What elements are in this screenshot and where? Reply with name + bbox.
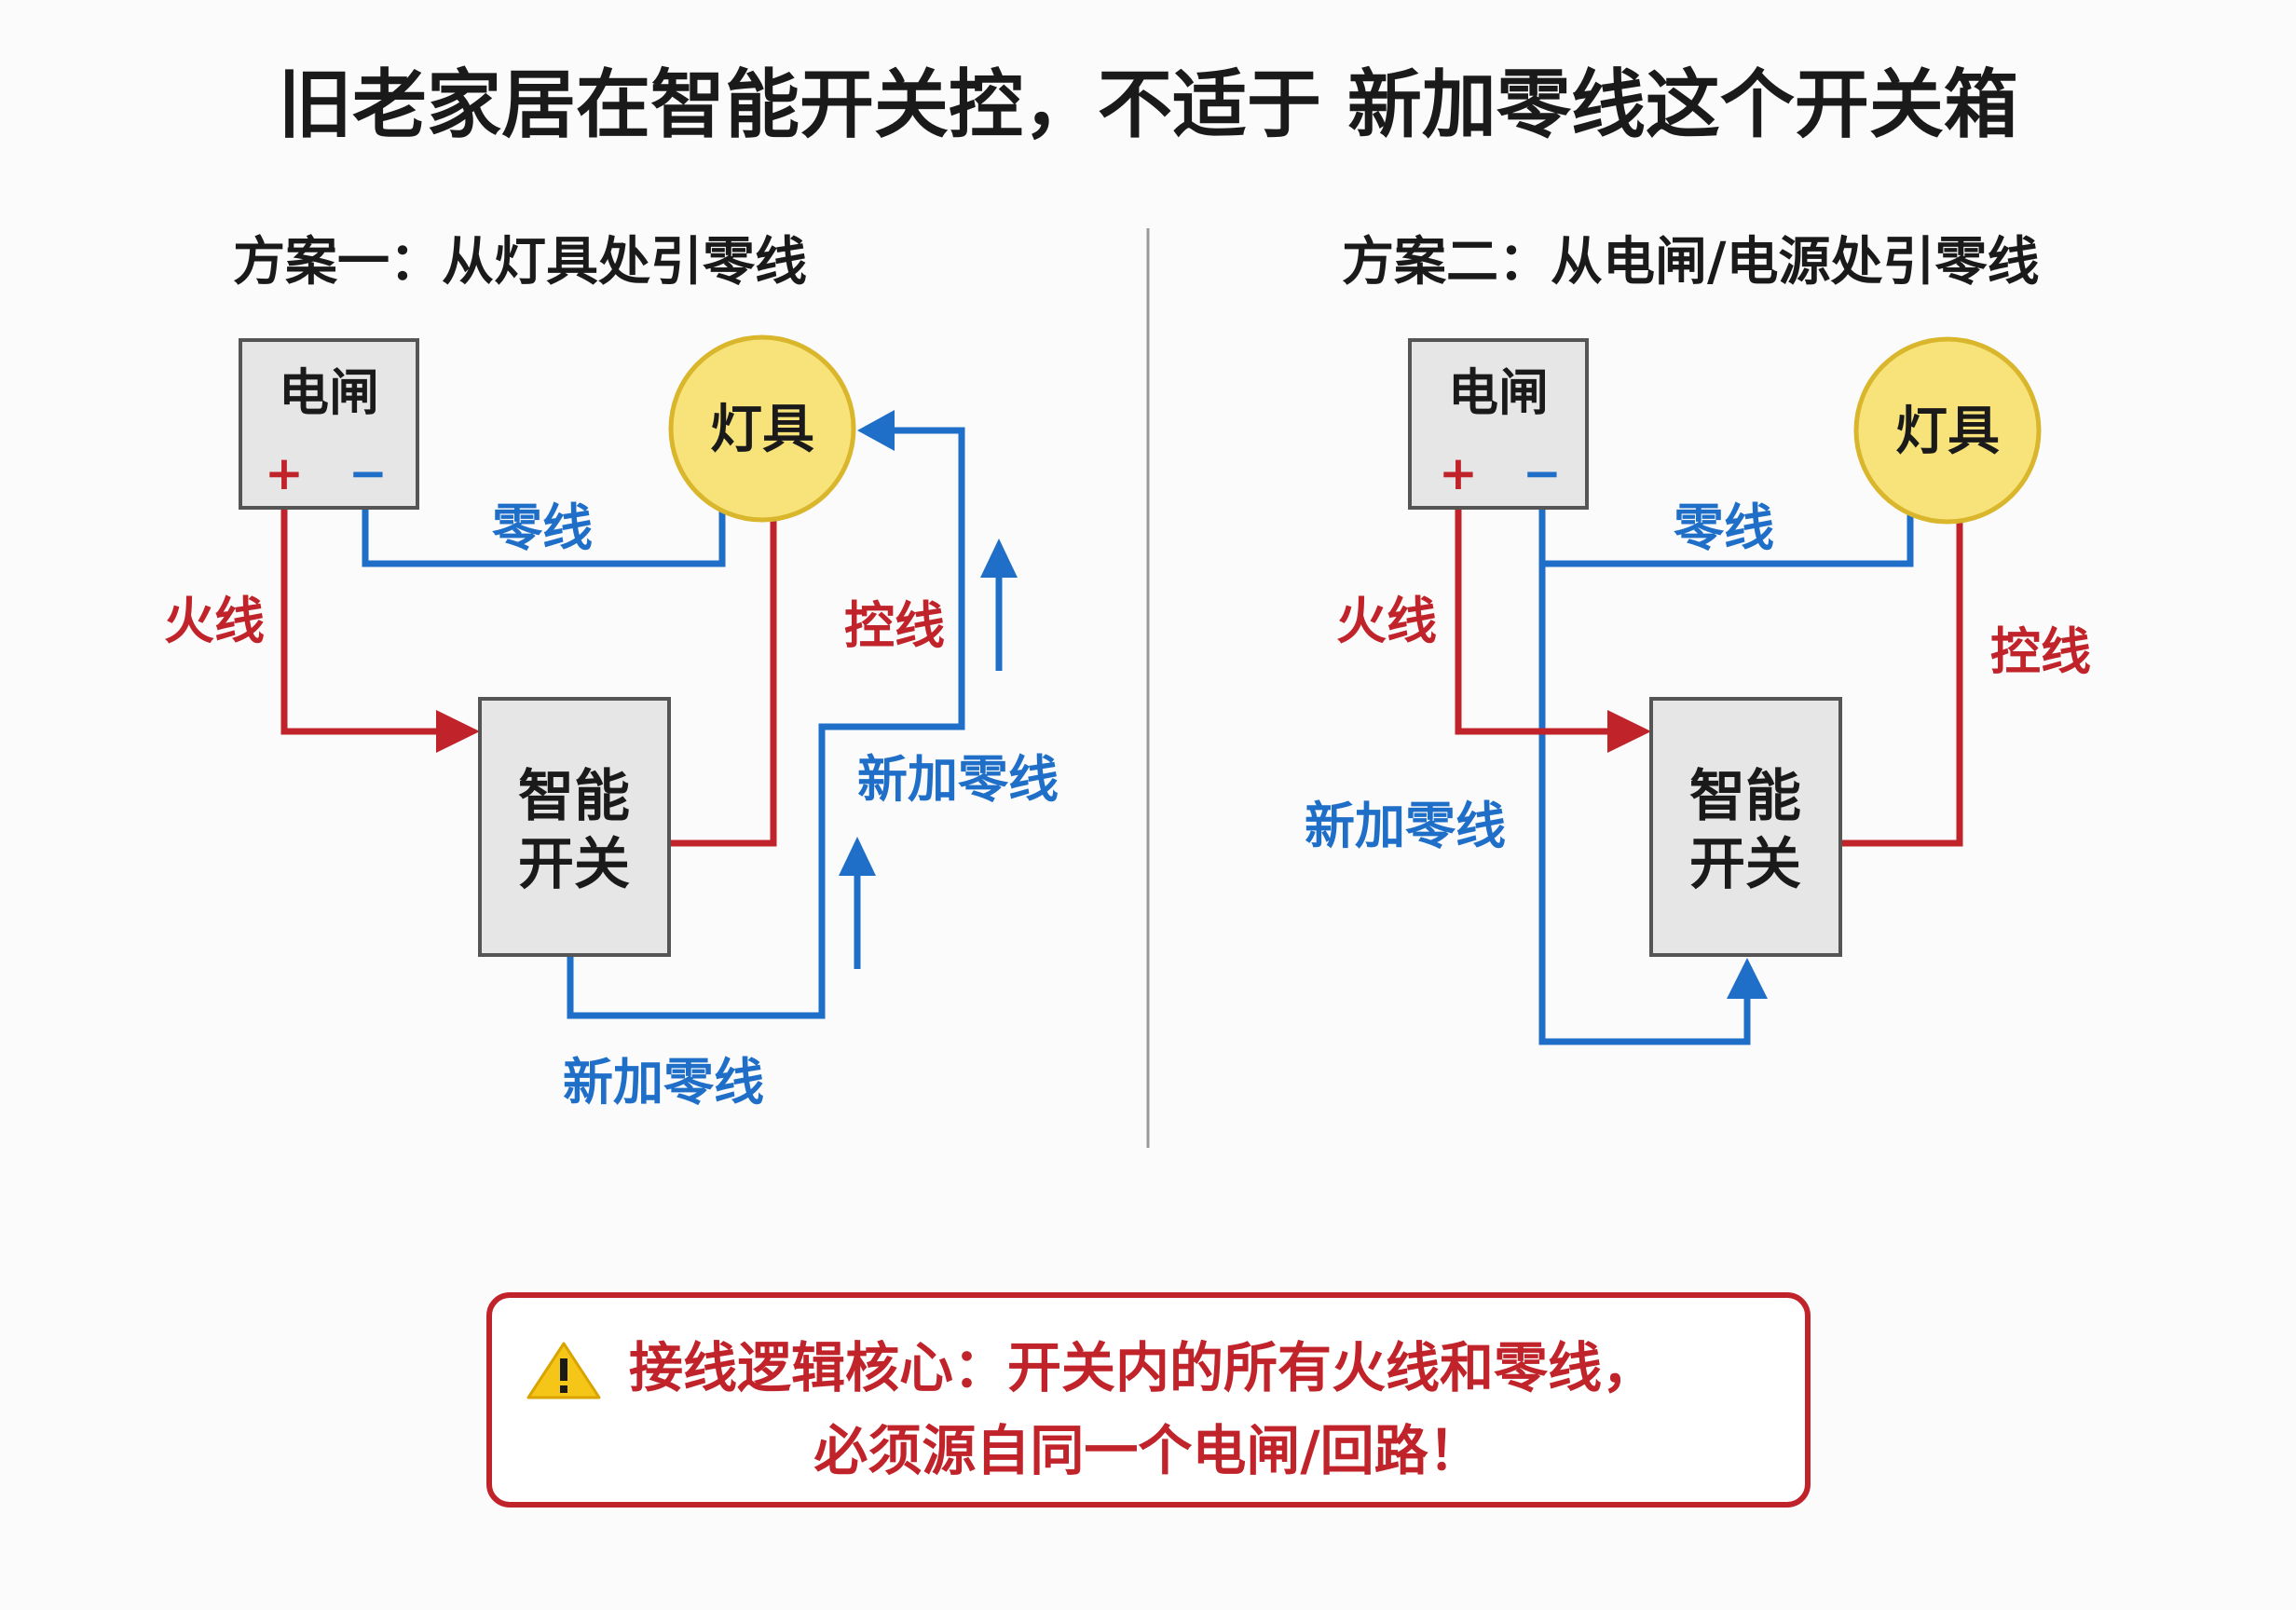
warning-line1: 接线逻辑核心：开关内的所有火线和零线， (629, 1336, 1656, 1399)
left-up-arrow-top (980, 539, 1018, 671)
page-title: 旧老家居在智能开关控，不适于 新加零线这个开关箱 (278, 61, 2018, 148)
right-label-neutral: 零线 (1674, 498, 1774, 557)
right-lamp-label: 灯具 (1895, 402, 2000, 462)
right-wires-live (1455, 508, 1963, 847)
left-breaker-minus: − (348, 446, 388, 500)
right-live-arrow (1607, 710, 1651, 753)
left-switch-line2: 开关 (518, 832, 630, 897)
left-live-wire (280, 508, 471, 735)
left-label-live: 火线 (164, 592, 265, 650)
left-breaker-label: 电闸 (279, 363, 379, 422)
right-new-neutral-wire (1538, 564, 1751, 1045)
right-label-new-neutral: 新加零线 (1305, 797, 1506, 855)
left-label-neutral: 零线 (492, 498, 593, 557)
left-heading: 方案一：从灯具处引零线 (233, 232, 807, 293)
right-breaker-box (1408, 338, 1589, 510)
left-wires-neutral (362, 427, 965, 1019)
right-label-live: 火线 (1336, 592, 1437, 650)
warning-box (486, 1292, 1811, 1508)
right-heading: 方案二：从电闸/电源处引零线 (1342, 232, 2039, 293)
right-control-wire (1842, 520, 1963, 847)
right-lamp (1853, 336, 2042, 525)
left-wires-live (280, 508, 777, 847)
warning-line2: 必须源自同一个电闸/回路！ (813, 1419, 1482, 1482)
left-label-control: 控线 (844, 596, 945, 655)
right-switch-line1: 智能 (1689, 764, 1801, 829)
left-breaker-plus: + (265, 446, 304, 500)
left-neutral-wire (362, 503, 726, 567)
left-lamp (668, 334, 856, 523)
left-smart-switch (478, 697, 671, 957)
left-label-new-neutral-right: 新加零线 (857, 750, 1059, 809)
right-neutral-wire (1538, 508, 1914, 567)
right-live-wire (1455, 508, 1607, 735)
right-label-control: 控线 (1990, 622, 2091, 681)
left-switch-line1: 智能 (518, 764, 630, 829)
right-breaker-label: 电闸 (1448, 363, 1549, 422)
right-breaker-plus: + (1439, 446, 1478, 500)
right-smart-switch (1649, 697, 1842, 957)
left-new-neutral-arrow-head (857, 410, 895, 451)
right-new-neutral-arrow (1727, 958, 1768, 999)
warning-triangle-icon (526, 1342, 601, 1399)
right-switch-line2: 开关 (1689, 832, 1801, 897)
left-label-new-neutral-bottom: 新加零线 (563, 1053, 764, 1112)
left-new-neutral-loop (567, 427, 965, 1019)
left-lamp-label: 灯具 (710, 400, 814, 460)
left-up-arrow-bottom (839, 837, 876, 969)
right-wires-neutral (1538, 508, 1914, 1045)
left-live-arrow (436, 710, 480, 753)
left-breaker-box (239, 338, 419, 510)
left-control-wire (669, 517, 777, 847)
right-breaker-minus: − (1523, 446, 1562, 500)
